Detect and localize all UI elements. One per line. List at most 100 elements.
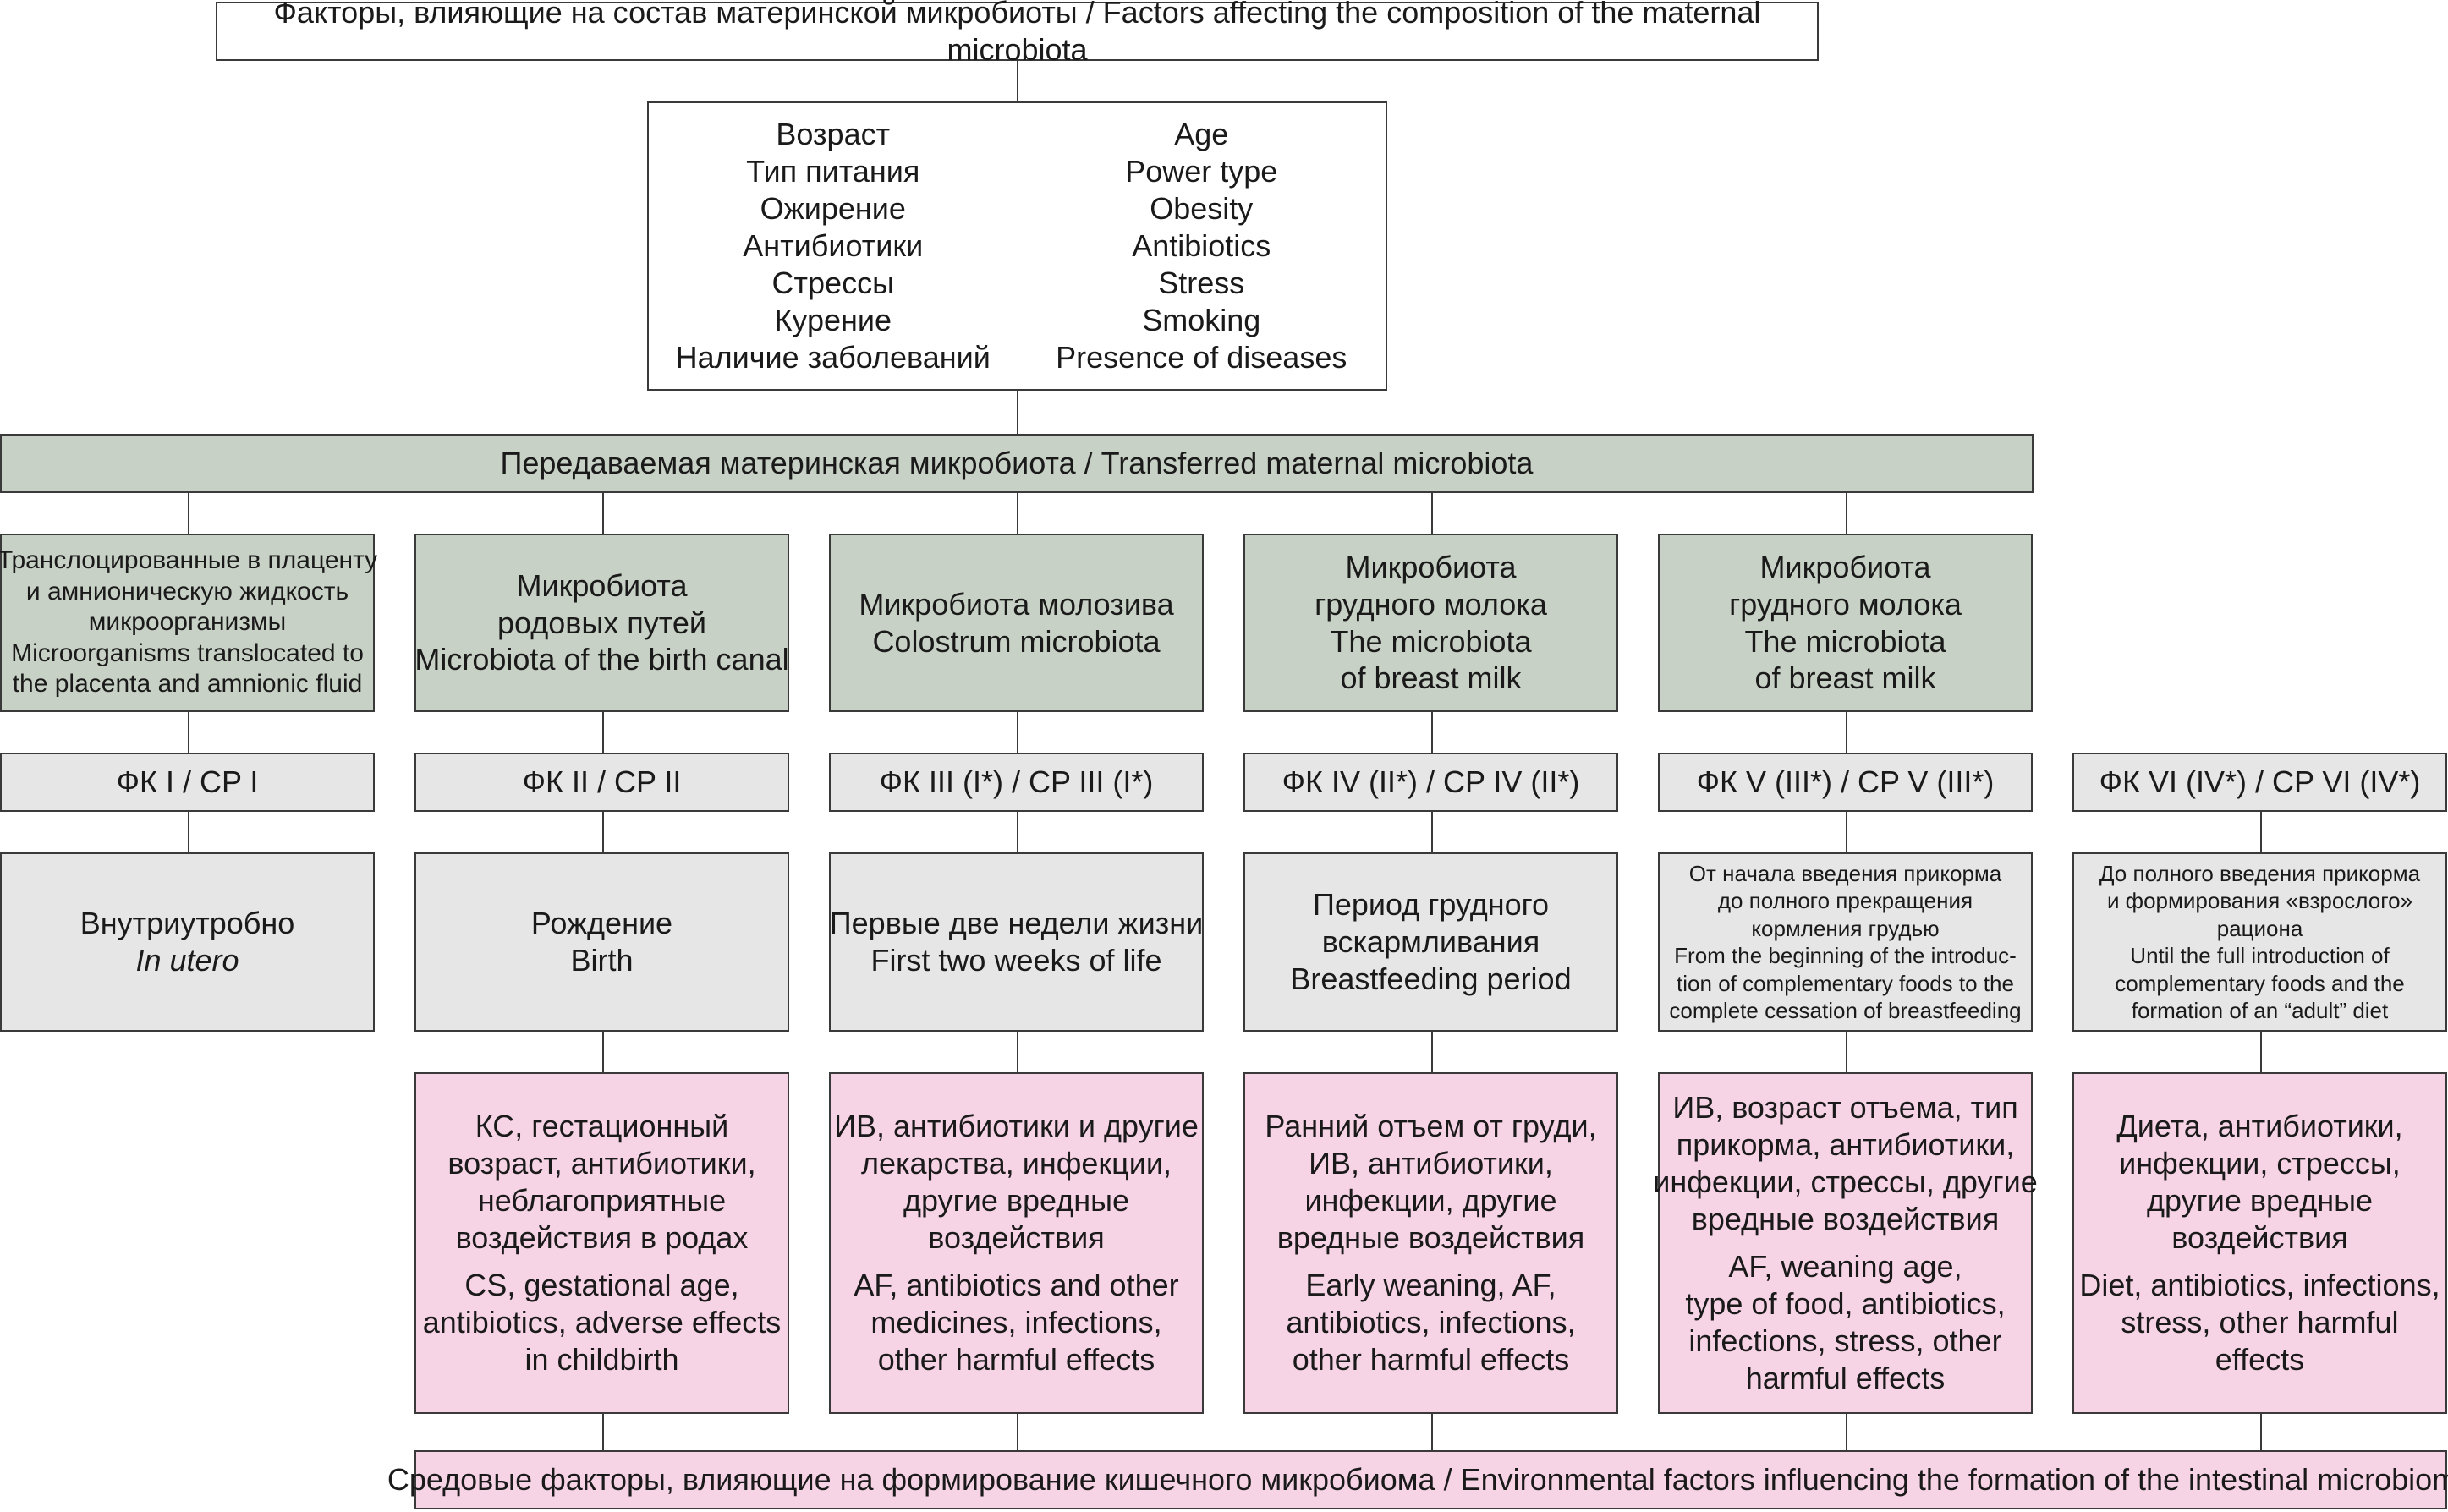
env-factor-line: возраст, антибиотики, bbox=[447, 1146, 756, 1181]
phase-label: ФК VI (IV*) / CP VI (IV*) bbox=[2099, 764, 2421, 800]
env-factor-line: лекарства, инфекции, bbox=[860, 1146, 1172, 1181]
source-line: The microbiota bbox=[1744, 623, 1946, 659]
factor-ru: Стрессы bbox=[771, 265, 894, 300]
env-factor-line: medicines, infections, bbox=[870, 1304, 1162, 1339]
env-factor-line: other harmful effects bbox=[877, 1341, 1155, 1377]
connector-period-factor-3 bbox=[1017, 1030, 1018, 1074]
source-line: Microorganisms translocated to bbox=[11, 638, 364, 667]
env-factor-line: воздействия bbox=[928, 1220, 1105, 1256]
environmental-factors-bar: Средовые факторы, влияющие на формирован… bbox=[387, 1450, 2448, 1509]
connector-factor-bottom-6 bbox=[2260, 1412, 2262, 1452]
env-factor-line: инфекции, стрессы, bbox=[2119, 1146, 2401, 1181]
env-factor-line: ИВ, антибиотики и другие bbox=[834, 1109, 1199, 1144]
factor-en: Smoking bbox=[1142, 302, 1261, 337]
env-factor-ru: ИВ, возраст отъема, тип прикорма, антиби… bbox=[1653, 1089, 2038, 1238]
period-line: complete cessation of breastfeeding bbox=[1669, 998, 2022, 1023]
env-factor-line: воздействия в родах bbox=[455, 1220, 749, 1256]
connector-phase-period-2 bbox=[602, 810, 604, 854]
connector-phase-period-6 bbox=[2260, 810, 2262, 854]
env-factor-line: Early weaning, AF, bbox=[1305, 1267, 1556, 1302]
env-factor-ru: КС, гестационный возраст, антибиотики, н… bbox=[447, 1108, 755, 1257]
period-line: Внутриутробно bbox=[80, 906, 295, 941]
factor-en: Age bbox=[1174, 117, 1229, 152]
phase-box-3: ФК III (I*) / CP III (I*) bbox=[829, 753, 1204, 812]
source-line: и амнионическую жидкость bbox=[25, 577, 349, 605]
period-box-breastfeeding: Период грудного вскармливания Breastfeed… bbox=[1243, 852, 1618, 1032]
connector-factor-bottom-3 bbox=[1017, 1412, 1018, 1452]
source-line: Транслоцированные в плаценту bbox=[0, 546, 378, 575]
connector-source-phase-4 bbox=[1431, 710, 1433, 754]
env-factor-line: КС, гестационный bbox=[475, 1109, 729, 1144]
factor-ru: Курение bbox=[774, 302, 892, 337]
env-factor-line: инфекции, другие bbox=[1304, 1183, 1557, 1219]
env-factor-ru: Диета, антибиотики, инфекции, стрессы, д… bbox=[2116, 1108, 2402, 1257]
phase-box-4: ФК IV (II*) / CP IV (II*) bbox=[1243, 753, 1618, 812]
transferred-microbiota-text: Передаваемая материнская микробиота / Tr… bbox=[500, 446, 1534, 481]
transferred-microbiota-bar: Передаваемая материнская микробиота / Tr… bbox=[0, 434, 2034, 493]
connector-phase-period-5 bbox=[1846, 810, 1847, 854]
maternal-factors-en: Age Power type Obesity Antibiotics Stres… bbox=[1018, 103, 1386, 389]
env-factor-line: прикорма, антибиотики, bbox=[1676, 1127, 2015, 1163]
source-line: the placenta and amnionic fluid bbox=[12, 670, 363, 698]
source-line: Colostrum microbiota bbox=[872, 623, 1161, 659]
period-box-in-utero: Внутриутробно In utero bbox=[0, 852, 375, 1032]
connector-factor-bottom-5 bbox=[1846, 1412, 1847, 1452]
connector-period-factor-5 bbox=[1846, 1030, 1847, 1074]
connector-source-phase-1 bbox=[188, 710, 189, 754]
phase-label: ФК V (III*) / CP V (III*) bbox=[1696, 764, 1995, 800]
period-box-first-two-weeks: Первые две недели жизни First two weeks … bbox=[829, 852, 1204, 1032]
env-factor-line: antibiotics, adverse effects bbox=[422, 1304, 782, 1339]
source-box-colostrum: Микробиота молозива Colostrum microbiota bbox=[829, 534, 1204, 712]
source-line: The microbiota bbox=[1330, 623, 1532, 659]
env-factor-line: infections, stress, other bbox=[1688, 1323, 2002, 1358]
connector-title-factors bbox=[1017, 59, 1018, 103]
phase-box-6: ФК VI (IV*) / CP VI (IV*) bbox=[2072, 753, 2447, 812]
env-factor-line: Диета, антибиотики, bbox=[2116, 1109, 2403, 1144]
env-factor-box-complementary-full: Диета, антибиотики, инфекции, стрессы, д… bbox=[2072, 1072, 2447, 1414]
connector-source-phase-3 bbox=[1017, 710, 1018, 754]
connector-transferred-source-3 bbox=[1017, 491, 1018, 535]
env-factor-line: stress, other harmful bbox=[2121, 1304, 2399, 1339]
connector-transferred-source-2 bbox=[602, 491, 604, 535]
period-line: In utero bbox=[135, 943, 239, 978]
connector-factor-bottom-4 bbox=[1431, 1412, 1433, 1452]
connector-phase-period-3 bbox=[1017, 810, 1018, 854]
env-factor-en: AF, weaning age, type of food, antibioti… bbox=[1685, 1248, 2005, 1397]
period-line: Until the full introduction of bbox=[2130, 943, 2390, 968]
source-line: родовых путей bbox=[497, 605, 706, 640]
factor-ru: Ожирение bbox=[760, 191, 906, 227]
connector-phase-period-1 bbox=[188, 810, 189, 854]
source-line: микроорганизмы bbox=[88, 608, 287, 637]
period-box-complementary-start: От начала введения прикорма до полного п… bbox=[1658, 852, 2033, 1032]
env-factor-line: воздействия bbox=[2171, 1220, 2348, 1256]
env-factor-line: ИВ, антибиотики, bbox=[1309, 1146, 1553, 1181]
connector-transferred-source-1 bbox=[188, 491, 189, 535]
phase-label: ФК I / CP I bbox=[116, 764, 259, 800]
env-factor-line: AF, weaning age, bbox=[1728, 1249, 1962, 1284]
env-factor-box-breastfeeding: Ранний отъем от груди, ИВ, антибиотики, … bbox=[1243, 1072, 1618, 1414]
period-line: От начала введения прикорма bbox=[1688, 860, 2002, 886]
env-factor-line: AF, antibiotics and other bbox=[854, 1267, 1179, 1302]
env-factor-en: Diet, antibiotics, infections, stress, o… bbox=[2079, 1267, 2440, 1378]
env-factor-line: in childbirth bbox=[524, 1341, 679, 1377]
period-line: formation of an “adult” diet bbox=[2131, 998, 2389, 1023]
connector-phase-period-4 bbox=[1431, 810, 1433, 854]
connector-source-phase-5 bbox=[1846, 710, 1847, 754]
source-box-placenta: Транслоцированные в плаценту и амниониче… bbox=[0, 534, 378, 712]
period-line: и формирования «взрослого» bbox=[2106, 888, 2413, 913]
env-factor-line: CS, gestational age, bbox=[464, 1267, 739, 1302]
factor-en: Stress bbox=[1158, 265, 1245, 300]
source-line: Microbiota of the birth canal bbox=[414, 642, 789, 677]
connector-factor-bottom-2 bbox=[602, 1412, 604, 1452]
env-factor-en: CS, gestational age, antibiotics, advers… bbox=[423, 1267, 782, 1378]
connector-factors-transferred bbox=[1017, 389, 1018, 436]
factor-ru: Возраст bbox=[776, 117, 891, 152]
period-line: Breastfeeding period bbox=[1290, 961, 1572, 996]
env-factor-line: harmful effects bbox=[1745, 1360, 1946, 1395]
source-line: грудного молока bbox=[1315, 586, 1547, 622]
period-line: From the beginning of the introduc- bbox=[1674, 943, 2017, 968]
period-line: до полного прекращения bbox=[1717, 888, 1973, 913]
env-factor-line: вредные воздействия bbox=[1691, 1202, 2000, 1237]
period-line: вскармливания bbox=[1321, 924, 1540, 960]
env-factor-line: другие вредные bbox=[2146, 1183, 2374, 1219]
